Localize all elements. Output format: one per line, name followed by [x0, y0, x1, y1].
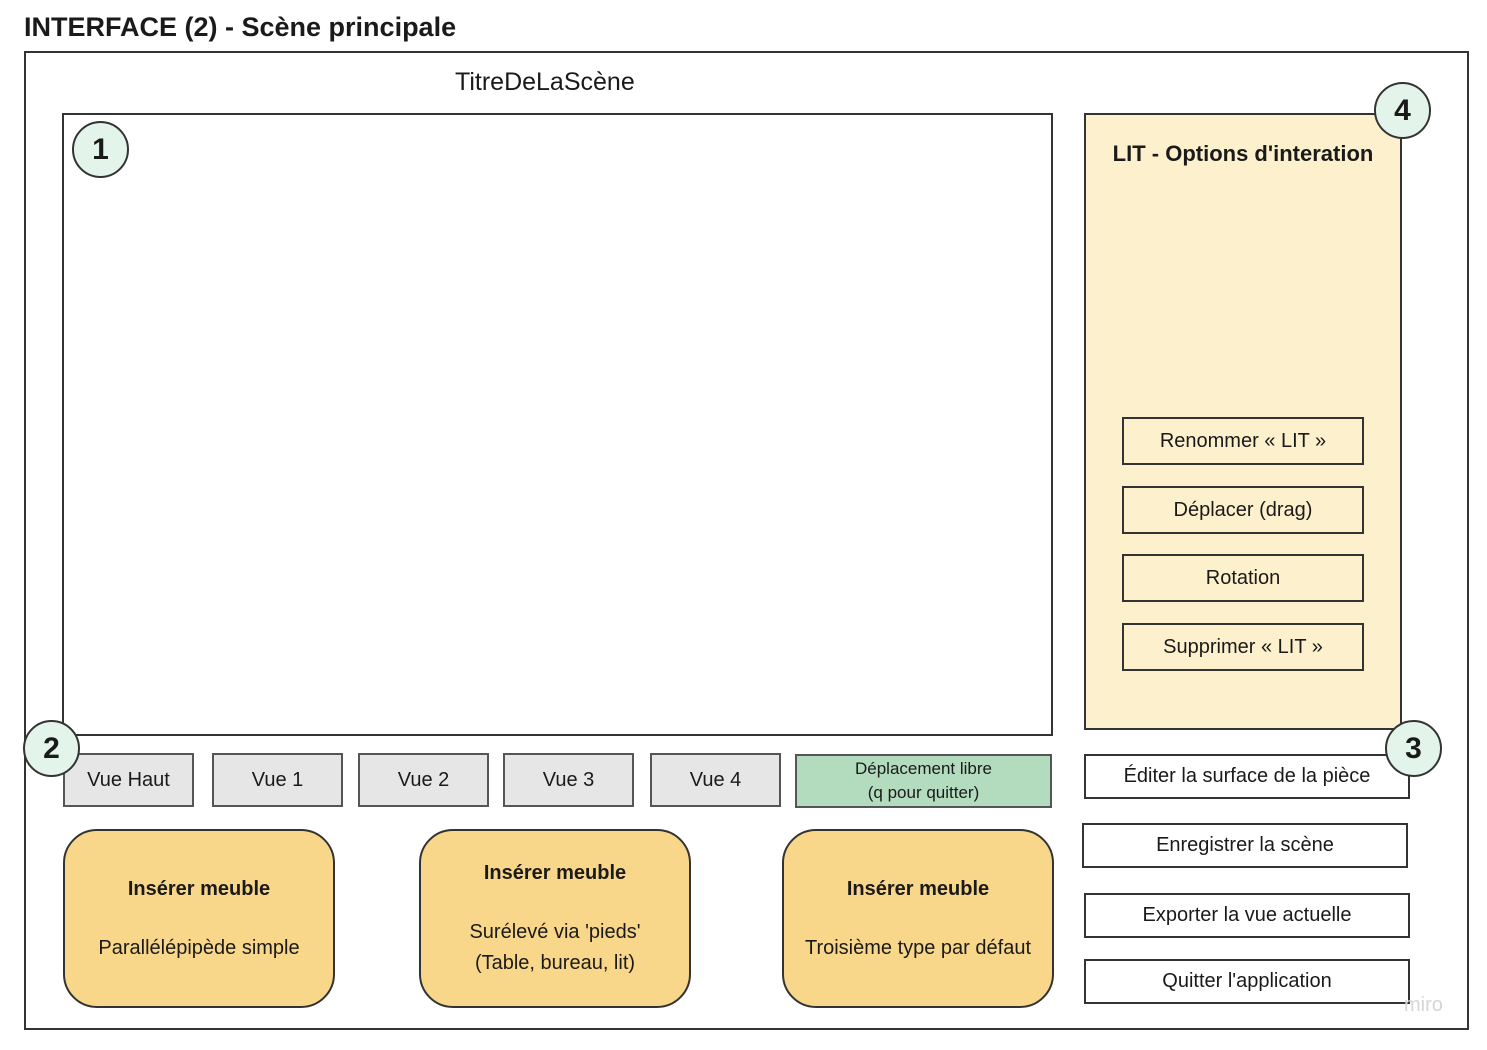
- edit-room-surface-button[interactable]: Éditer la surface de la pièce: [1084, 754, 1410, 799]
- scene-viewport[interactable]: [62, 113, 1053, 736]
- free-move-label: Déplacement libre: [854, 759, 992, 778]
- insert-furniture-simple-card[interactable]: Insérer meuble Parallélépipède simple: [63, 829, 335, 1008]
- insert-card-description-extra: (Table, bureau, lit): [474, 952, 636, 974]
- insert-card-description: Troisième type par défaut: [804, 936, 1032, 959]
- main-frame: [24, 51, 1469, 1030]
- badge-3: 3: [1385, 720, 1442, 777]
- insert-furniture-legs-card[interactable]: Insérer meuble Surélevé via 'pieds' (Tab…: [419, 829, 691, 1008]
- insert-card-title: Insérer meuble: [483, 862, 627, 884]
- options-panel-title: LIT - Options d'interation: [1112, 141, 1374, 166]
- badge-1: 1: [72, 121, 129, 178]
- insert-card-title: Insérer meuble: [846, 877, 990, 900]
- free-move-hint: (q pour quitter): [867, 783, 980, 802]
- save-scene-button[interactable]: Enregistrer la scène: [1082, 823, 1408, 868]
- miro-watermark: miro: [1404, 994, 1443, 1016]
- scene-title: TitreDeLaScène: [455, 68, 635, 96]
- free-move-button[interactable]: Déplacement libre (q pour quitter): [795, 754, 1052, 808]
- insert-card-description: Parallélépipède simple: [98, 936, 300, 959]
- page-title: INTERFACE (2) - Scène principale: [24, 12, 457, 42]
- badge-2: 2: [23, 720, 80, 777]
- export-view-button[interactable]: Exporter la vue actuelle: [1084, 893, 1410, 938]
- rename-button[interactable]: Renommer « LIT »: [1122, 417, 1364, 465]
- insert-card-description: Surélevé via 'pieds': [469, 921, 641, 943]
- quit-application-button[interactable]: Quitter l'application: [1084, 959, 1410, 1004]
- options-panel: [1084, 113, 1402, 730]
- insert-furniture-third-card[interactable]: Insérer meuble Troisième type par défaut: [782, 829, 1054, 1008]
- view-2-button[interactable]: Vue 2: [358, 753, 489, 807]
- badge-4: 4: [1374, 82, 1431, 139]
- move-drag-button[interactable]: Déplacer (drag): [1122, 486, 1364, 534]
- delete-button[interactable]: Supprimer « LIT »: [1122, 623, 1364, 671]
- insert-card-title: Insérer meuble: [127, 877, 271, 900]
- view-3-button[interactable]: Vue 3: [503, 753, 634, 807]
- view-4-button[interactable]: Vue 4: [650, 753, 781, 807]
- rotation-button[interactable]: Rotation: [1122, 554, 1364, 602]
- view-1-button[interactable]: Vue 1: [212, 753, 343, 807]
- view-top-button[interactable]: Vue Haut: [63, 753, 194, 807]
